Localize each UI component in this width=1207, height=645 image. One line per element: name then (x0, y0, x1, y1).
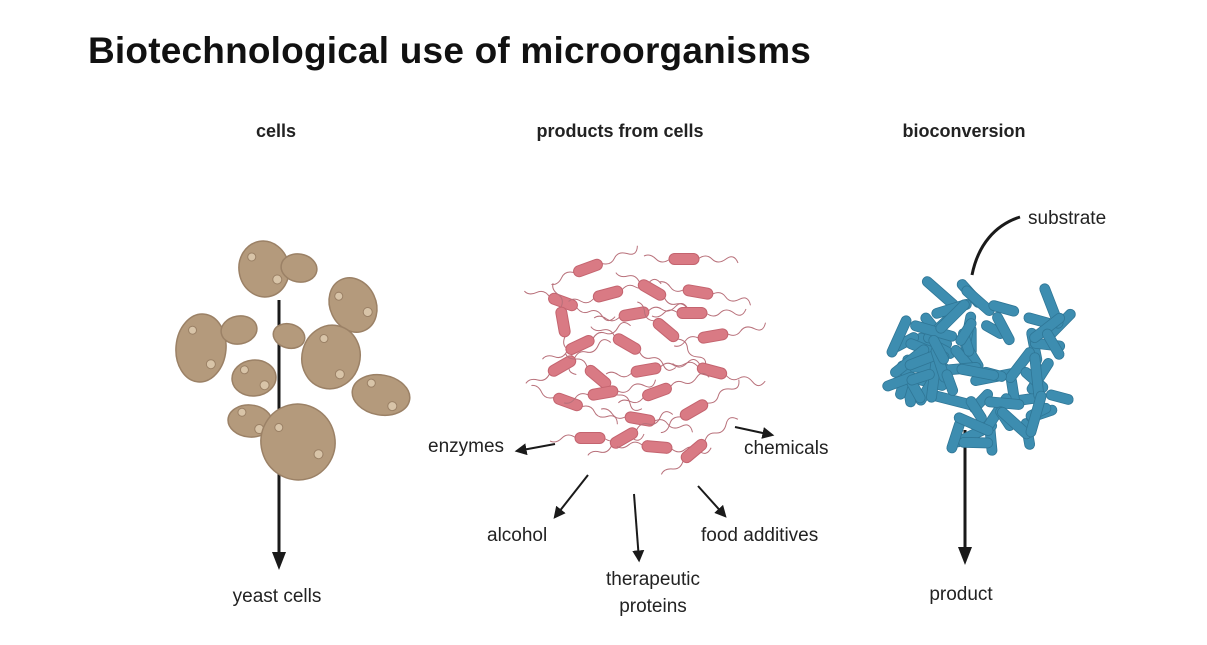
bacterium (660, 417, 739, 475)
rod-cell (1045, 389, 1074, 405)
rod-cell (992, 312, 1015, 346)
bacterium (600, 408, 693, 433)
substrate-label: substrate (1028, 208, 1107, 229)
bacterium (672, 361, 766, 387)
rod-cell (988, 300, 1020, 317)
alcohol-label: alcohol (487, 525, 548, 546)
rod-cell (935, 299, 970, 334)
yeast-cell (175, 313, 227, 383)
bacterium (587, 411, 674, 456)
bacterium (593, 303, 689, 322)
chemicals-label: chemicals (744, 438, 829, 459)
arrow-enzymes (514, 443, 556, 456)
bacterium (616, 440, 712, 454)
bacterium (563, 379, 656, 404)
bacterium (525, 339, 612, 384)
substrate-pointer (970, 215, 1021, 276)
bacterium (542, 321, 631, 360)
arrow-therapeutic (632, 493, 645, 563)
therapeutic-line1: therapeutic (605, 569, 700, 590)
yeast-cell (301, 324, 361, 390)
bacterium (531, 384, 618, 425)
yeast-cell (328, 277, 378, 333)
yeast-cell (260, 403, 336, 481)
bacterium (590, 326, 677, 371)
products-heading: products from cells (536, 121, 704, 141)
rod-cell (928, 335, 950, 365)
yeast-cell (272, 322, 306, 350)
bacterium (660, 379, 740, 434)
yeast-cells-label: yeast cells (232, 586, 322, 607)
bacterium (643, 253, 739, 265)
rod-cell (1042, 328, 1065, 360)
product-arrows (514, 426, 775, 563)
bacterium (605, 359, 701, 378)
rod-cell (958, 436, 994, 449)
arrow-food-additives (697, 485, 727, 518)
rod-cell (1025, 390, 1047, 438)
rod-cell (953, 412, 994, 436)
rod-cell (886, 315, 912, 358)
bacterium (651, 307, 747, 319)
therapeutic-proteins-label: therapeutic proteins (583, 566, 723, 620)
rod-cell (961, 285, 995, 317)
food-additives-label: food additives (701, 525, 819, 546)
yeast-cell (238, 240, 290, 298)
rod-cell (955, 318, 977, 346)
enzymes-label: enzymes (428, 436, 505, 457)
rod-cluster (882, 276, 1076, 456)
yeast-cell (351, 373, 411, 417)
yeast-cell (231, 359, 277, 397)
product-label: product (929, 584, 993, 605)
therapeutic-line2: proteins (619, 596, 687, 617)
page-title: Biotechnological use of microorganisms (88, 30, 812, 71)
bacterium (658, 281, 751, 306)
rod-cell (956, 363, 1000, 381)
yeast-cluster (175, 240, 411, 481)
bacterium (549, 432, 645, 444)
rod-cell (965, 396, 987, 424)
arrow-chemicals (734, 426, 775, 439)
rod-cell (906, 368, 935, 386)
bacterium (552, 282, 577, 375)
cells-heading: cells (255, 121, 297, 141)
yeast-cell (280, 253, 318, 283)
bioconversion-heading: bioconversion (902, 121, 1026, 141)
arrow-alcohol (553, 474, 589, 519)
bacterium (551, 245, 638, 286)
bioconversion-flow-arrow (958, 170, 972, 565)
bacterium (673, 322, 766, 347)
rod-cell (941, 369, 959, 396)
bacterium (618, 372, 710, 404)
yeast-cell (220, 315, 258, 345)
bacteria-cluster (524, 245, 766, 475)
